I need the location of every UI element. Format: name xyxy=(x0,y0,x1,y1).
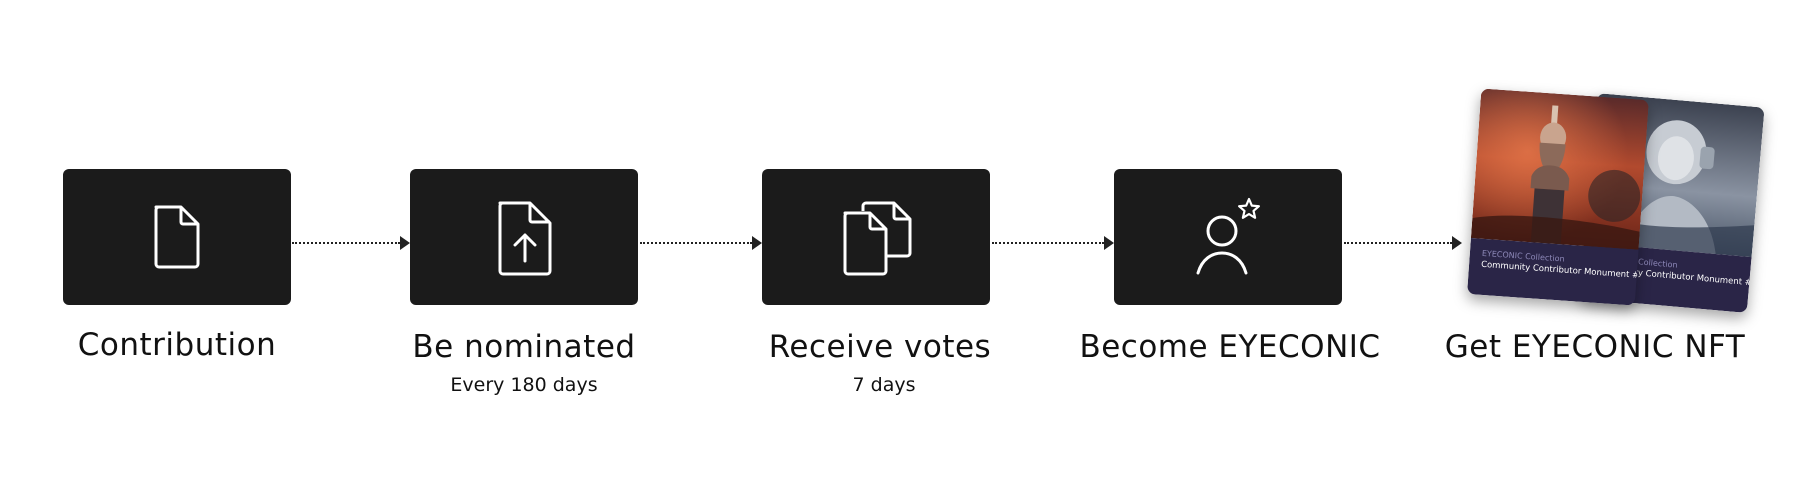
connector-arrow xyxy=(992,236,1114,250)
connector-line xyxy=(992,242,1104,244)
step-box-votes xyxy=(762,169,990,305)
connector-line xyxy=(292,242,400,244)
arrow-head-icon xyxy=(1452,236,1462,250)
arrow-head-icon xyxy=(400,236,410,250)
step-label: Contribution xyxy=(77,327,277,363)
step-box-become xyxy=(1114,169,1342,305)
arrow-head-icon xyxy=(1104,236,1114,250)
arrow-head-icon xyxy=(752,236,762,250)
nft-card-footer: EYECONIC Collection Community Contributo… xyxy=(1467,238,1645,306)
step-label: Receive votes xyxy=(768,329,992,365)
step-box-contribution xyxy=(63,169,291,305)
step-sublabel: Every 180 days xyxy=(450,374,598,396)
nft-art-monument xyxy=(1470,88,1649,250)
connector-line xyxy=(1344,242,1452,244)
nft-card-front: EYECONIC Collection Community Contributo… xyxy=(1467,88,1649,306)
step-box-nominated xyxy=(410,169,638,305)
step-label: Get EYECONIC NFT xyxy=(1444,329,1746,365)
connector-arrow xyxy=(1344,236,1462,250)
step-label: Be nominated xyxy=(412,329,636,365)
document-icon xyxy=(154,205,200,269)
step-sublabel: 7 days xyxy=(852,374,916,396)
document-upload-icon xyxy=(498,201,552,276)
user-star-icon xyxy=(1196,197,1260,275)
connector-arrow xyxy=(640,236,762,250)
connector-arrow xyxy=(292,236,410,250)
documents-copy-icon xyxy=(843,201,912,276)
step-label: Become EYECONIC xyxy=(1079,329,1381,365)
connector-line xyxy=(640,242,752,244)
